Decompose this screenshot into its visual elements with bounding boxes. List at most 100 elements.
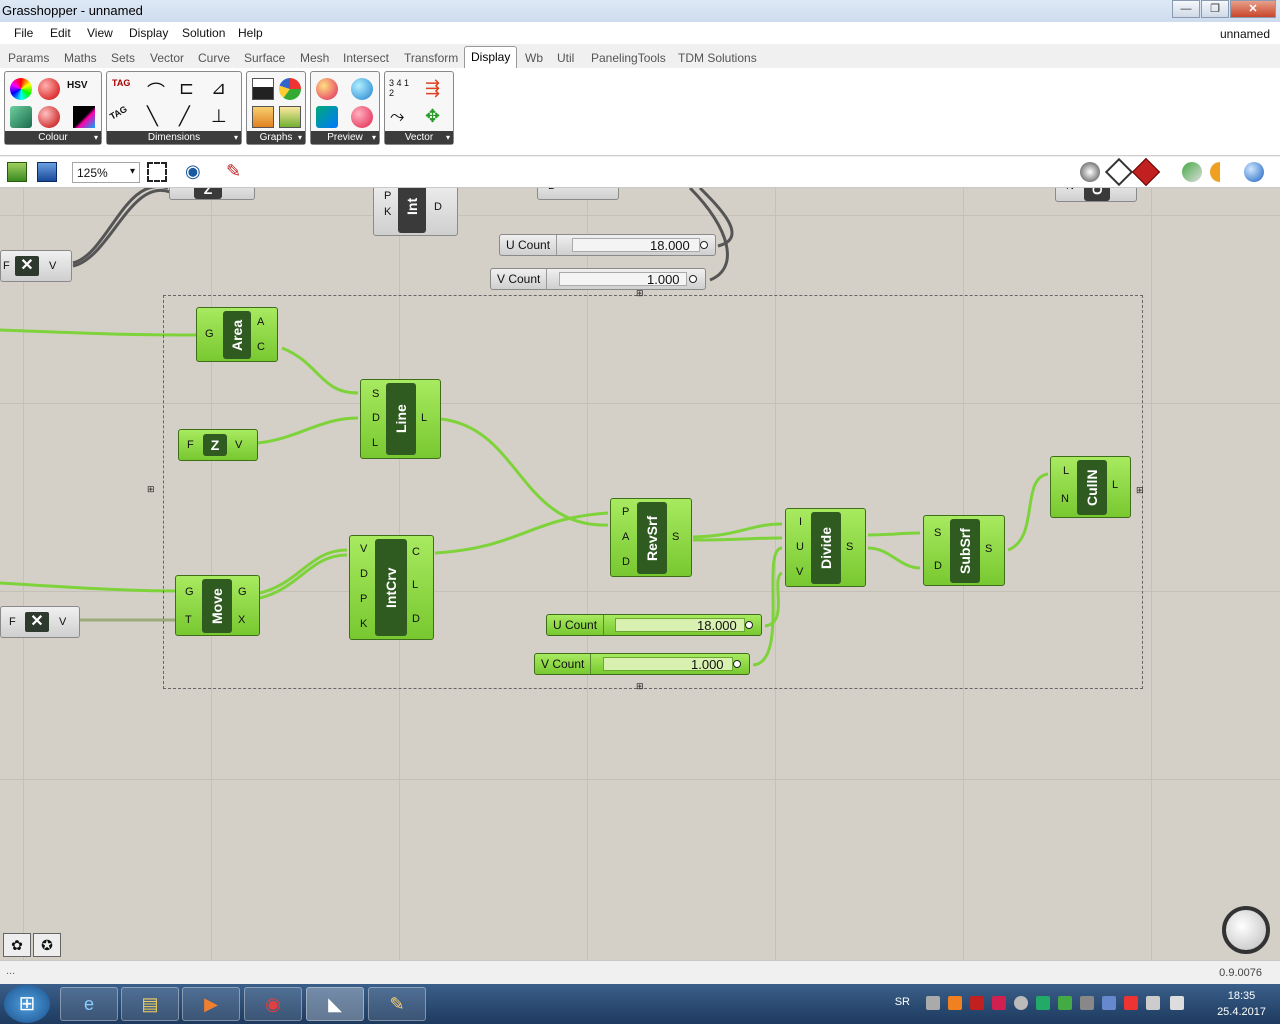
canvas-widget-profiler-icon[interactable]: ✪ bbox=[33, 933, 61, 957]
tray-nvidia-icon[interactable] bbox=[1058, 996, 1072, 1010]
tab-tdm-solutions[interactable]: TDM Solutions bbox=[678, 51, 757, 65]
preview-mesh-icon[interactable] bbox=[1104, 157, 1134, 187]
component-line[interactable]: S D L Line L bbox=[360, 379, 441, 459]
preview-wireframe-icon[interactable] bbox=[1080, 162, 1100, 182]
menu-file[interactable]: File bbox=[14, 26, 34, 40]
tray-java-icon[interactable] bbox=[948, 996, 962, 1010]
group-grip-top[interactable]: ⊞ bbox=[636, 288, 643, 298]
taskbar-ie-icon[interactable]: e bbox=[60, 987, 118, 1021]
panel-label-vector[interactable]: Vector bbox=[385, 131, 453, 144]
tray-security-icon[interactable] bbox=[1036, 996, 1050, 1010]
component-top-left[interactable]: Z bbox=[169, 188, 255, 200]
component-top-right[interactable]: N C bbox=[1055, 188, 1137, 202]
linear-dim-icon[interactable]: ⊿ bbox=[211, 78, 227, 98]
tray-flag-icon[interactable] bbox=[1124, 996, 1138, 1010]
tray-network-icon[interactable] bbox=[1146, 996, 1160, 1010]
component-culln[interactable]: L N CullN L bbox=[1050, 456, 1131, 518]
custom-preview-icon[interactable] bbox=[316, 78, 338, 100]
component-area[interactable]: G Area A C bbox=[196, 307, 278, 362]
output-port[interactable] bbox=[745, 621, 753, 629]
component-group[interactable] bbox=[163, 295, 1143, 689]
hsv-icon[interactable]: HSV bbox=[67, 80, 88, 91]
menu-view[interactable]: View bbox=[87, 26, 113, 40]
line-graph-icon[interactable] bbox=[279, 106, 301, 128]
tray-volume-icon[interactable] bbox=[1170, 996, 1184, 1010]
aligned-dim-icon[interactable]: ⊏ bbox=[179, 78, 195, 98]
tray-sync-icon[interactable] bbox=[1014, 996, 1028, 1010]
gradient-icon[interactable] bbox=[73, 106, 95, 128]
tab-transform[interactable]: Transform bbox=[404, 51, 459, 65]
component-divide[interactable]: I U V Divide S bbox=[785, 508, 866, 587]
preview-eye-icon[interactable]: ◉ bbox=[185, 161, 201, 181]
cube-icon[interactable] bbox=[10, 106, 32, 128]
tab-display[interactable]: Display bbox=[464, 46, 518, 69]
save-file-icon[interactable] bbox=[37, 162, 57, 182]
pie-graph-icon[interactable] bbox=[279, 78, 301, 100]
panel-label-colour[interactable]: Colour bbox=[5, 131, 101, 144]
grasshopper-canvas[interactable]: Z P K Int D D N C F ✕ V F ✕ V U Count 18… bbox=[0, 188, 1280, 960]
slider-u-count[interactable]: U Count 18.000 bbox=[546, 614, 762, 636]
component-top-mid[interactable]: D bbox=[537, 188, 619, 200]
tray-keyboard-icon[interactable] bbox=[926, 996, 940, 1010]
menu-help[interactable]: Help bbox=[238, 26, 263, 40]
panel-graph-icon[interactable] bbox=[252, 106, 274, 128]
panel-label-dimensions[interactable]: Dimensions bbox=[107, 131, 241, 144]
start-button[interactable]: ⊞ bbox=[4, 985, 50, 1023]
close-button[interactable]: ✕ bbox=[1230, 0, 1276, 18]
tab-panelingtools[interactable]: PanelingTools bbox=[591, 51, 666, 65]
taskbar-media-icon[interactable]: ▶ bbox=[182, 987, 240, 1021]
text-tag-icon[interactable]: TAG bbox=[107, 103, 129, 122]
culln-grip[interactable]: ⊞ bbox=[1136, 485, 1143, 495]
component-int[interactable]: P K Int D bbox=[373, 188, 458, 236]
tab-curve[interactable]: Curve bbox=[198, 51, 231, 65]
output-port[interactable] bbox=[733, 660, 741, 668]
slider-v-count-top[interactable]: V Count 1.000 bbox=[490, 268, 706, 290]
zoom-select[interactable]: 125% bbox=[72, 162, 140, 183]
colour-wheel-icon[interactable] bbox=[10, 78, 32, 100]
tab-intersect[interactable]: Intersect bbox=[343, 51, 390, 65]
taskbar-explorer-icon[interactable]: ▤ bbox=[121, 987, 179, 1021]
preview-material-icon[interactable] bbox=[1210, 162, 1230, 182]
component-revsrf[interactable]: P A D RevSrf S bbox=[610, 498, 692, 577]
taskbar-rhino-icon[interactable]: ◣ bbox=[306, 987, 364, 1021]
line-dim-icon[interactable]: ╲ bbox=[147, 106, 158, 126]
zoom-extents-icon[interactable] bbox=[147, 162, 167, 182]
group-grip-left[interactable]: ⊞ bbox=[147, 484, 154, 494]
tray-usb-icon[interactable] bbox=[1102, 996, 1116, 1010]
open-file-icon[interactable] bbox=[7, 162, 27, 182]
tab-mesh[interactable]: Mesh bbox=[300, 51, 330, 65]
taskbar-paint-icon[interactable]: ✎ bbox=[368, 987, 426, 1021]
menu-edit[interactable]: Edit bbox=[50, 26, 71, 40]
minimize-button[interactable]: — bbox=[1172, 0, 1200, 18]
component-x-bottom[interactable]: F ✕ V bbox=[0, 606, 80, 638]
tray-device-icon[interactable] bbox=[1080, 996, 1094, 1010]
tab-sets[interactable]: Sets bbox=[111, 51, 136, 65]
output-port[interactable] bbox=[689, 275, 697, 283]
slider-track[interactable] bbox=[572, 238, 700, 252]
language-indicator[interactable]: SR bbox=[894, 996, 910, 1008]
component-subsrf[interactable]: S D SubSrf S bbox=[923, 515, 1005, 586]
point-list-icon[interactable]: 3 4 1 2 bbox=[389, 78, 410, 98]
tab-surface[interactable]: Surface bbox=[244, 51, 286, 65]
taskbar-chrome-icon[interactable]: ◉ bbox=[244, 987, 302, 1021]
tab-wb[interactable]: Wb bbox=[525, 51, 543, 65]
group-grip-bottom[interactable]: ⊞ bbox=[636, 681, 643, 691]
preview-shaded-icon[interactable] bbox=[1131, 157, 1161, 187]
material-icon[interactable] bbox=[316, 106, 338, 128]
tray-app-icon[interactable] bbox=[992, 996, 1006, 1010]
maximize-button[interactable]: ❐ bbox=[1201, 0, 1229, 18]
vector-display-icon[interactable]: ⇶ bbox=[425, 78, 441, 98]
component-intcrv[interactable]: V D P K IntCrv C L D bbox=[349, 535, 434, 640]
tray-adobe-icon[interactable] bbox=[970, 996, 984, 1010]
component-x-top[interactable]: F ✕ V bbox=[0, 250, 72, 282]
selected-only-icon[interactable] bbox=[1182, 162, 1202, 182]
swatch-icon[interactable] bbox=[38, 106, 60, 128]
tab-maths[interactable]: Maths bbox=[64, 51, 97, 65]
output-port[interactable] bbox=[700, 241, 708, 249]
bar-graph-icon[interactable] bbox=[252, 78, 274, 100]
slider-track[interactable] bbox=[603, 657, 733, 671]
cloud-icon[interactable] bbox=[351, 78, 373, 100]
angle-icon[interactable]: ⌒ bbox=[147, 82, 165, 102]
navigation-compass-icon[interactable]: ◯ bbox=[1222, 906, 1270, 954]
taskbar-clock[interactable]: 18:35 25.4.2017 bbox=[1217, 988, 1266, 1020]
